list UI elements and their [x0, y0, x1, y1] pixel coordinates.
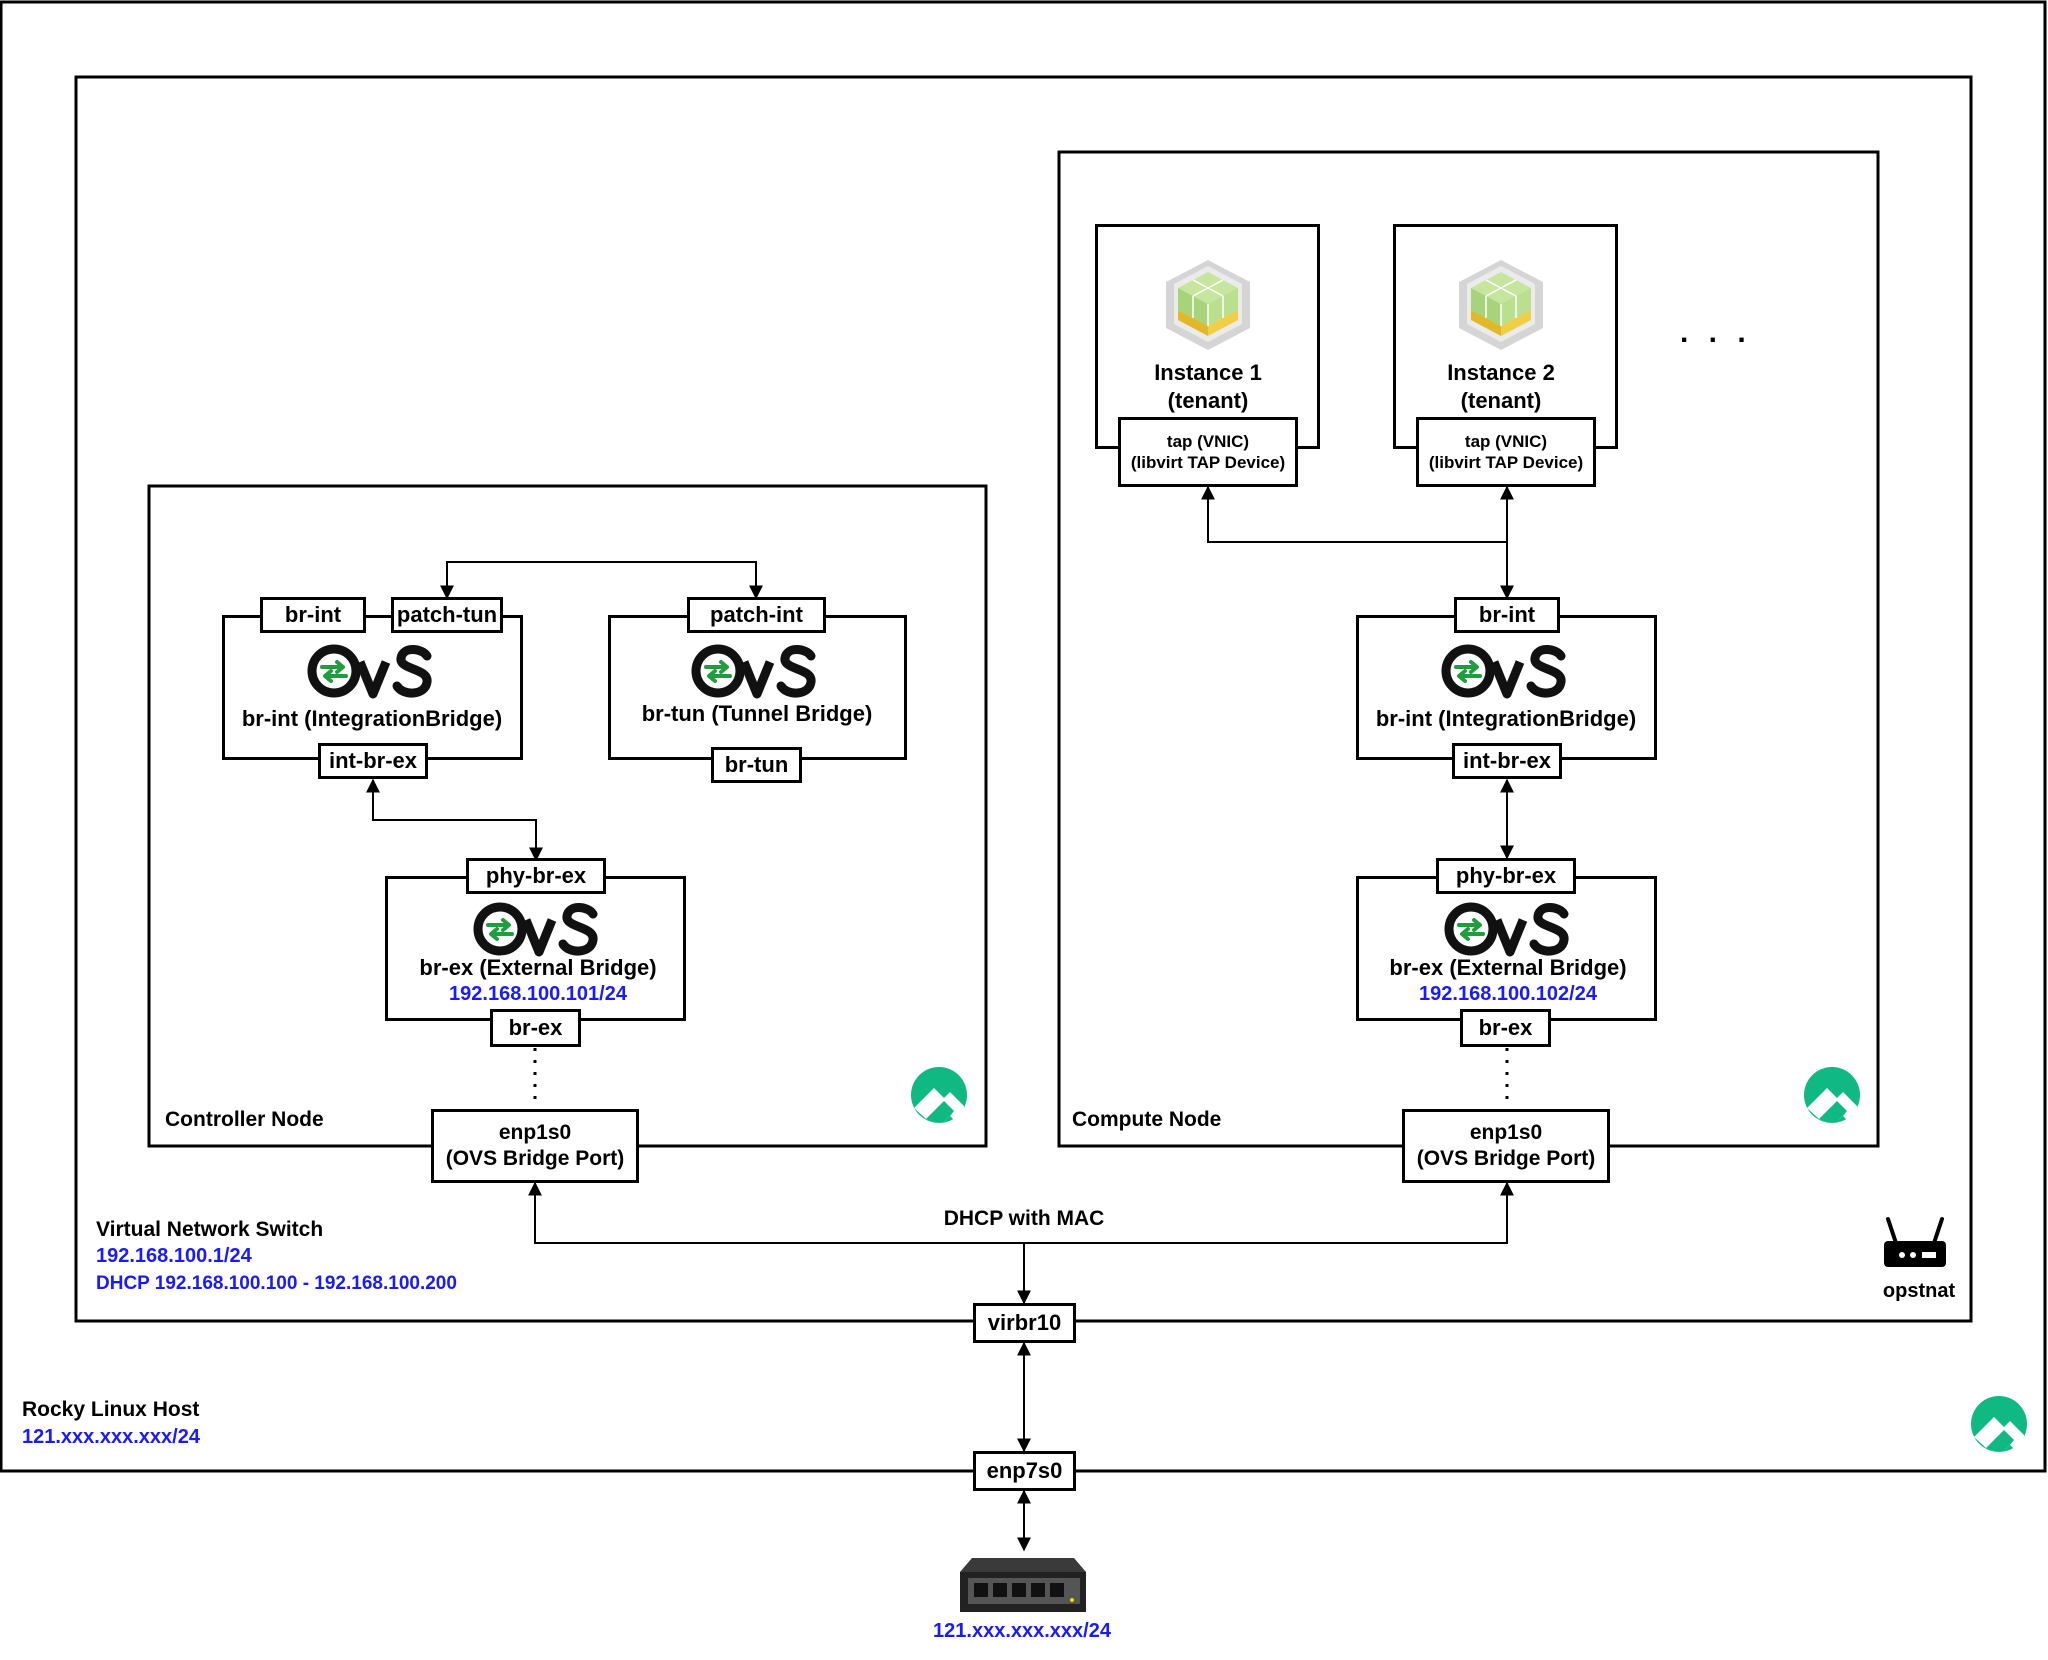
ovs-logo-icon [689, 642, 819, 700]
controller-int-br-ex-port[interactable]: int-br-ex [318, 743, 428, 779]
controller-boundary [147, 484, 988, 1148]
ovs-logo-icon [305, 642, 435, 700]
compute-node-label: Compute Node [1072, 1108, 1222, 1131]
ovs-logo-icon [1442, 900, 1572, 958]
router-icon [1884, 1217, 1946, 1267]
controller-br-ex-name: br-ex (External Bridge) [419, 955, 657, 980]
instance-1-name: Instance 1 [1154, 360, 1262, 385]
controller-phy-br-ex-port[interactable]: phy-br-ex [466, 858, 606, 894]
controller-br-tun-name: br-tun (Tunnel Bridge) [641, 701, 873, 726]
ovs-logo-icon [1439, 642, 1569, 700]
compute-br-ex-ip: 192.168.100.102/24 [1419, 983, 1597, 1005]
controller-nic-name: enp1s0 [498, 1120, 572, 1144]
controller-patch-int-port[interactable]: patch-int [687, 597, 826, 633]
ovs-logo-icon [471, 900, 601, 958]
instance-1-sub: (tenant) [1167, 388, 1249, 413]
external-ip: 121.xxx.xxx.xxx/24 [933, 1620, 1111, 1642]
instance-2-tap[interactable]: tap (VNIC) (libvirt TAP Device) [1416, 417, 1596, 487]
compute-nic-name: enp1s0 [1469, 1120, 1543, 1144]
compute-br-ex-name: br-ex (External Bridge) [1389, 955, 1627, 980]
enp7s0-port[interactable]: enp7s0 [973, 1451, 1076, 1491]
dhcp-with-mac-label: DHCP with MAC [943, 1207, 1105, 1230]
controller-patch-tun-port[interactable]: patch-tun [391, 597, 503, 633]
rocky-linux-icon [910, 1066, 968, 1124]
tap1-link [1201, 485, 1507, 543]
instance-1-tap-name: tap (VNIC) [1166, 431, 1250, 451]
controller-br-int-name: br-int (IntegrationBridge) [241, 706, 503, 731]
rocky-linux-icon [1803, 1066, 1861, 1124]
compute-br-int-port[interactable]: br-int [1454, 597, 1560, 633]
instance-cube-icon [1160, 256, 1256, 352]
instance-cube-icon [1453, 256, 1549, 352]
controller-br-tun-port[interactable]: br-tun [711, 747, 802, 783]
instance-1-tap[interactable]: tap (VNIC) (libvirt TAP Device) [1118, 417, 1298, 487]
compute-br-ex-port[interactable]: br-ex [1460, 1009, 1551, 1047]
dhcp-link [528, 1181, 1514, 1244]
instance-2-name: Instance 2 [1447, 360, 1555, 385]
compute-nic-desc: (OVS Bridge Port) [1416, 1147, 1596, 1170]
switch-dhcp-range: DHCP 192.168.100.100 - 192.168.100.200 [96, 1273, 457, 1294]
host-label: Rocky Linux Host [22, 1398, 200, 1421]
compute-phy-br-ex-port[interactable]: phy-br-ex [1436, 858, 1576, 894]
int-phy-link-controller [366, 778, 543, 862]
rocky-linux-icon [1970, 1395, 2028, 1453]
router-label: opstnat [1882, 1280, 1956, 1302]
more-instances-ellipsis: . . . [1680, 316, 1752, 349]
instance-2-sub: (tenant) [1460, 388, 1542, 413]
compute-int-br-ex-port[interactable]: int-br-ex [1452, 743, 1562, 779]
instance-1-tap-desc: (libvirt TAP Device) [1130, 453, 1286, 472]
controller-br-ex-port[interactable]: br-ex [490, 1009, 581, 1047]
controller-br-ex-ip: 192.168.100.101/24 [449, 983, 627, 1005]
virbr10-port[interactable]: virbr10 [973, 1303, 1076, 1343]
compute-br-int-name: br-int (IntegrationBridge) [1375, 706, 1637, 731]
controller-nic-desc: (OVS Bridge Port) [445, 1147, 625, 1170]
host-ip: 121.xxx.xxx.xxx/24 [22, 1426, 200, 1448]
controller-enp1s0-nic[interactable]: enp1s0 (OVS Bridge Port) [431, 1109, 639, 1183]
instance-2-tap-name: tap (VNIC) [1464, 431, 1548, 451]
controller-br-int-port[interactable]: br-int [260, 597, 366, 633]
switch-label: Virtual Network Switch [96, 1218, 324, 1241]
compute-enp1s0-nic[interactable]: enp1s0 (OVS Bridge Port) [1402, 1109, 1610, 1183]
patch-link [440, 561, 763, 600]
instance-2-tap-desc: (libvirt TAP Device) [1428, 453, 1584, 472]
switch-ip: 192.168.100.1/24 [96, 1245, 252, 1267]
network-switch-icon [960, 1558, 1086, 1612]
controller-node-label: Controller Node [165, 1108, 324, 1131]
